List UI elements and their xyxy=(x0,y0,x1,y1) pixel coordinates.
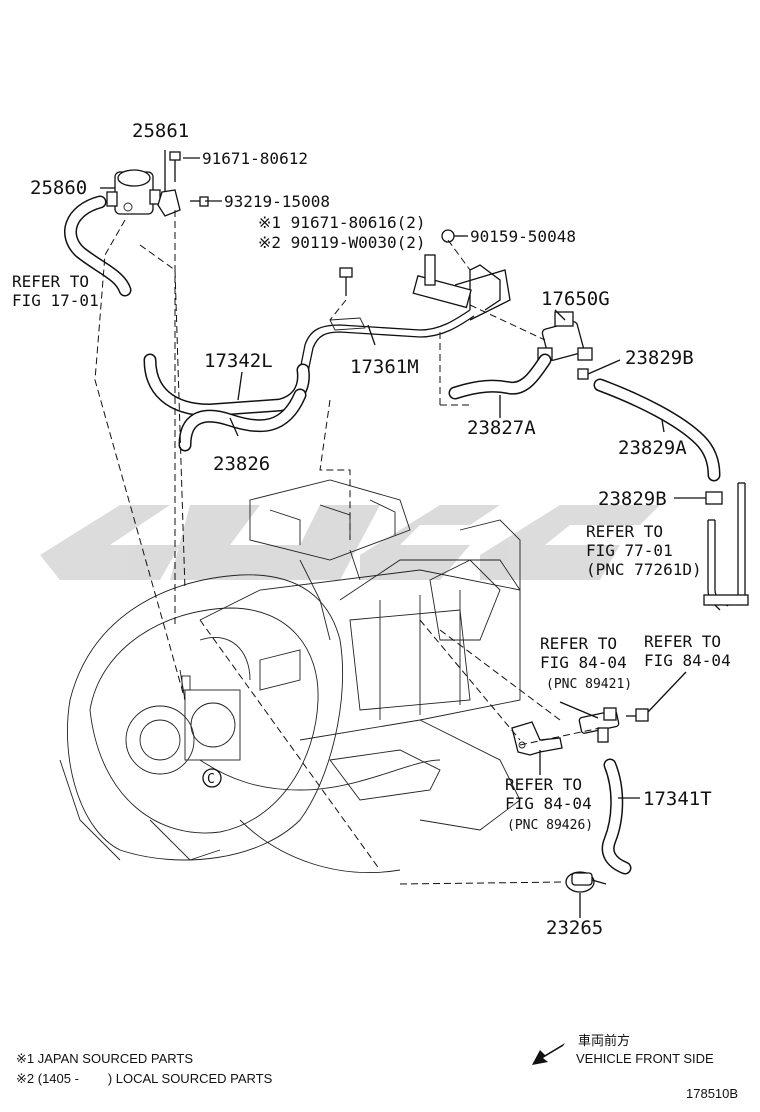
circle-c-label: C xyxy=(207,772,215,787)
refer-fig-84-04-a-line3: (PNC 89421) xyxy=(546,677,632,692)
label-91671-80612: 91671-80612 xyxy=(202,149,308,168)
engine-assembly-drawing xyxy=(59,479,521,873)
refer-fig-84-04-c-line1: REFER TO xyxy=(505,775,582,794)
refer-fig-84-04-b-line1: REFER TO xyxy=(644,632,721,651)
refer-fig-84-04-a-line1: REFER TO xyxy=(540,634,617,653)
bolt-91671-80612[interactable] xyxy=(169,151,181,182)
label-25861: 25861 xyxy=(132,120,189,142)
refer-fig-17-01-line1: REFER TO xyxy=(12,272,89,291)
hose-23829a[interactable] xyxy=(593,378,721,482)
filter-23265[interactable] xyxy=(565,871,607,893)
watermark-logo xyxy=(40,505,660,580)
bolt-91671-80616[interactable] xyxy=(339,267,353,296)
label-25860: 25860 xyxy=(30,177,87,199)
pipe-to-fig-77-01[interactable] xyxy=(703,482,749,611)
dashed-relation-lines xyxy=(94,210,601,885)
label-93219-15008: 93219-15008 xyxy=(224,192,330,211)
label-23827a: 23827A xyxy=(467,417,536,439)
label-23826: 23826 xyxy=(213,453,270,475)
label-90159-50048: 90159-50048 xyxy=(470,227,576,246)
footnote-local-sourced: ※2 (1405 - ) LOCAL SOURCED PARTS xyxy=(16,1071,273,1086)
refer-fig-84-04-b-line2: FIG 84-04 xyxy=(644,651,731,670)
label-23829b-top: 23829B xyxy=(625,347,694,369)
circle-c-marker xyxy=(202,768,222,788)
refer-fig-77-01-line3: (PNC 77261D) xyxy=(586,560,702,579)
clamp-23829b-top[interactable] xyxy=(577,359,621,380)
label-23829b-mid: 23829B xyxy=(598,488,667,510)
refer-fig-17-01-line2: FIG 17-01 xyxy=(12,291,99,310)
bracket-pnc-89426[interactable] xyxy=(511,721,563,756)
vehicle-front-arrow-icon xyxy=(532,1043,565,1065)
footnote-japan-sourced: ※1 JAPAN SOURCED PARTS xyxy=(16,1051,193,1066)
refer-fig-77-01-line2: FIG 77-01 xyxy=(586,541,673,560)
pipe-17361m[interactable] xyxy=(299,254,511,373)
figure-id: 178510B xyxy=(686,1086,738,1101)
label-91671-80616: ※1 91671-80616(2) xyxy=(258,213,426,232)
label-17650g: 17650G xyxy=(541,288,610,310)
label-23265: 23265 xyxy=(546,917,603,939)
bracket-25861[interactable] xyxy=(157,189,181,217)
refer-fig-84-04-c-line3: (PNC 89426) xyxy=(507,818,593,833)
bolt-fig-84-04[interactable] xyxy=(626,671,687,722)
sensor-pnc-89421[interactable] xyxy=(578,707,620,743)
direction-japanese: 車両前方 xyxy=(578,1033,630,1048)
label-17341t: 17341T xyxy=(643,788,712,810)
label-23829a: 23829A xyxy=(618,437,687,459)
direction-english: VEHICLE FRONT SIDE xyxy=(576,1051,714,1066)
label-90119-w0030: ※2 90119-W0030(2) xyxy=(258,233,426,252)
refer-fig-84-04-c-line2: FIG 84-04 xyxy=(505,794,592,813)
vsv-assembly-25860[interactable] xyxy=(106,169,161,215)
refer-fig-77-01-line1: REFER TO xyxy=(586,522,663,541)
refer-fig-84-04-a-line2: FIG 84-04 xyxy=(540,653,627,672)
label-17361m: 17361M xyxy=(350,356,419,378)
clamp-23829b-mid[interactable] xyxy=(674,491,723,505)
label-17342l: 17342L xyxy=(204,350,273,372)
leader-lines xyxy=(100,150,665,918)
